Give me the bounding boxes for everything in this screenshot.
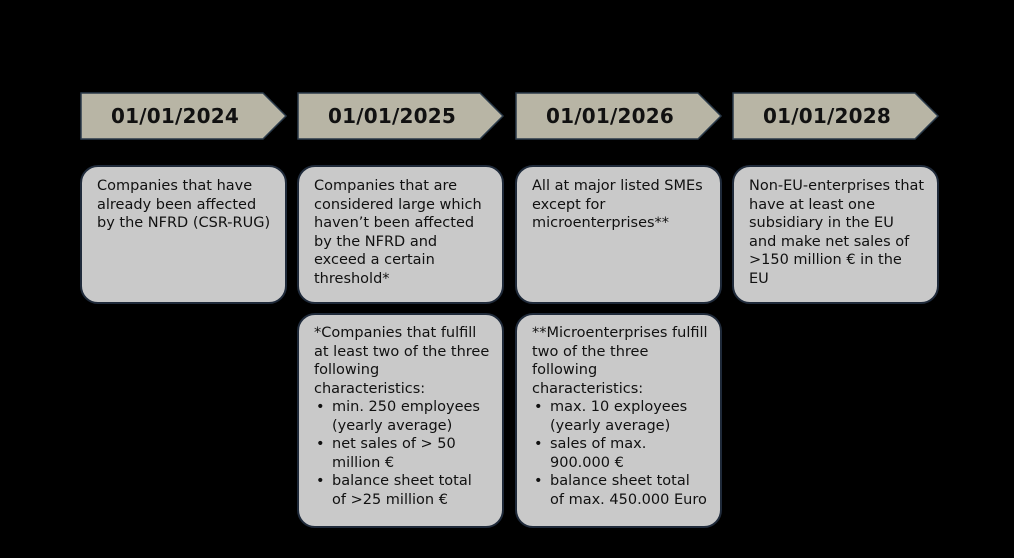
description-text: Non-EU-enterprises that have at least on… bbox=[749, 178, 925, 287]
description-text: All at major listed SMEs except for micr… bbox=[532, 178, 703, 231]
chevron-arrow-shape bbox=[80, 92, 288, 140]
timeline-arrow-2026: 01/01/2026 bbox=[515, 92, 723, 140]
description-box-2024: Companies that have already been affecte… bbox=[80, 165, 287, 304]
description-text: Companies that have already been affecte… bbox=[97, 178, 271, 231]
description-box-2028: Non-EU-enterprises that have at least on… bbox=[732, 165, 939, 304]
chevron-arrow-shape bbox=[297, 92, 505, 140]
criteria-item: balance sheet total of max. 450.000 Euro bbox=[532, 472, 708, 509]
description-text: Companies that are considered large whic… bbox=[314, 178, 482, 287]
timeline-arrow-2024: 01/01/2024 bbox=[80, 92, 288, 140]
date-label: 01/01/2026 bbox=[546, 104, 674, 128]
timeline-arrow-2028: 01/01/2028 bbox=[732, 92, 940, 140]
criteria-item: balance sheet total of >25 million € bbox=[314, 472, 490, 509]
footnote-box-large-companies: *Companies that fulfill at least two of … bbox=[297, 313, 504, 528]
description-box-2026: All at major listed SMEs except for micr… bbox=[515, 165, 722, 304]
footnote-intro: **Microenterprises fulfill two of the th… bbox=[532, 325, 708, 397]
timeline-arrow-2025: 01/01/2025 bbox=[297, 92, 505, 140]
chevron-arrow-shape bbox=[515, 92, 723, 140]
criteria-item: max. 10 exployees (yearly average) bbox=[532, 398, 708, 435]
criteria-list: min. 250 employees (yearly average) net … bbox=[314, 398, 490, 509]
date-label: 01/01/2028 bbox=[763, 104, 891, 128]
footnote-intro: *Companies that fulfill at least two of … bbox=[314, 325, 490, 397]
date-label: 01/01/2025 bbox=[328, 104, 456, 128]
criteria-item: min. 250 employees (yearly average) bbox=[314, 398, 490, 435]
criteria-item: net sales of > 50 million € bbox=[314, 435, 490, 472]
description-box-2025: Companies that are considered large whic… bbox=[297, 165, 504, 304]
criteria-list: max. 10 exployees (yearly average) sales… bbox=[532, 398, 708, 509]
criteria-item: sales of max. 900.000 € bbox=[532, 435, 708, 472]
date-label: 01/01/2024 bbox=[111, 104, 239, 128]
footnote-box-microenterprises: **Microenterprises fulfill two of the th… bbox=[515, 313, 722, 528]
chevron-arrow-shape bbox=[732, 92, 940, 140]
